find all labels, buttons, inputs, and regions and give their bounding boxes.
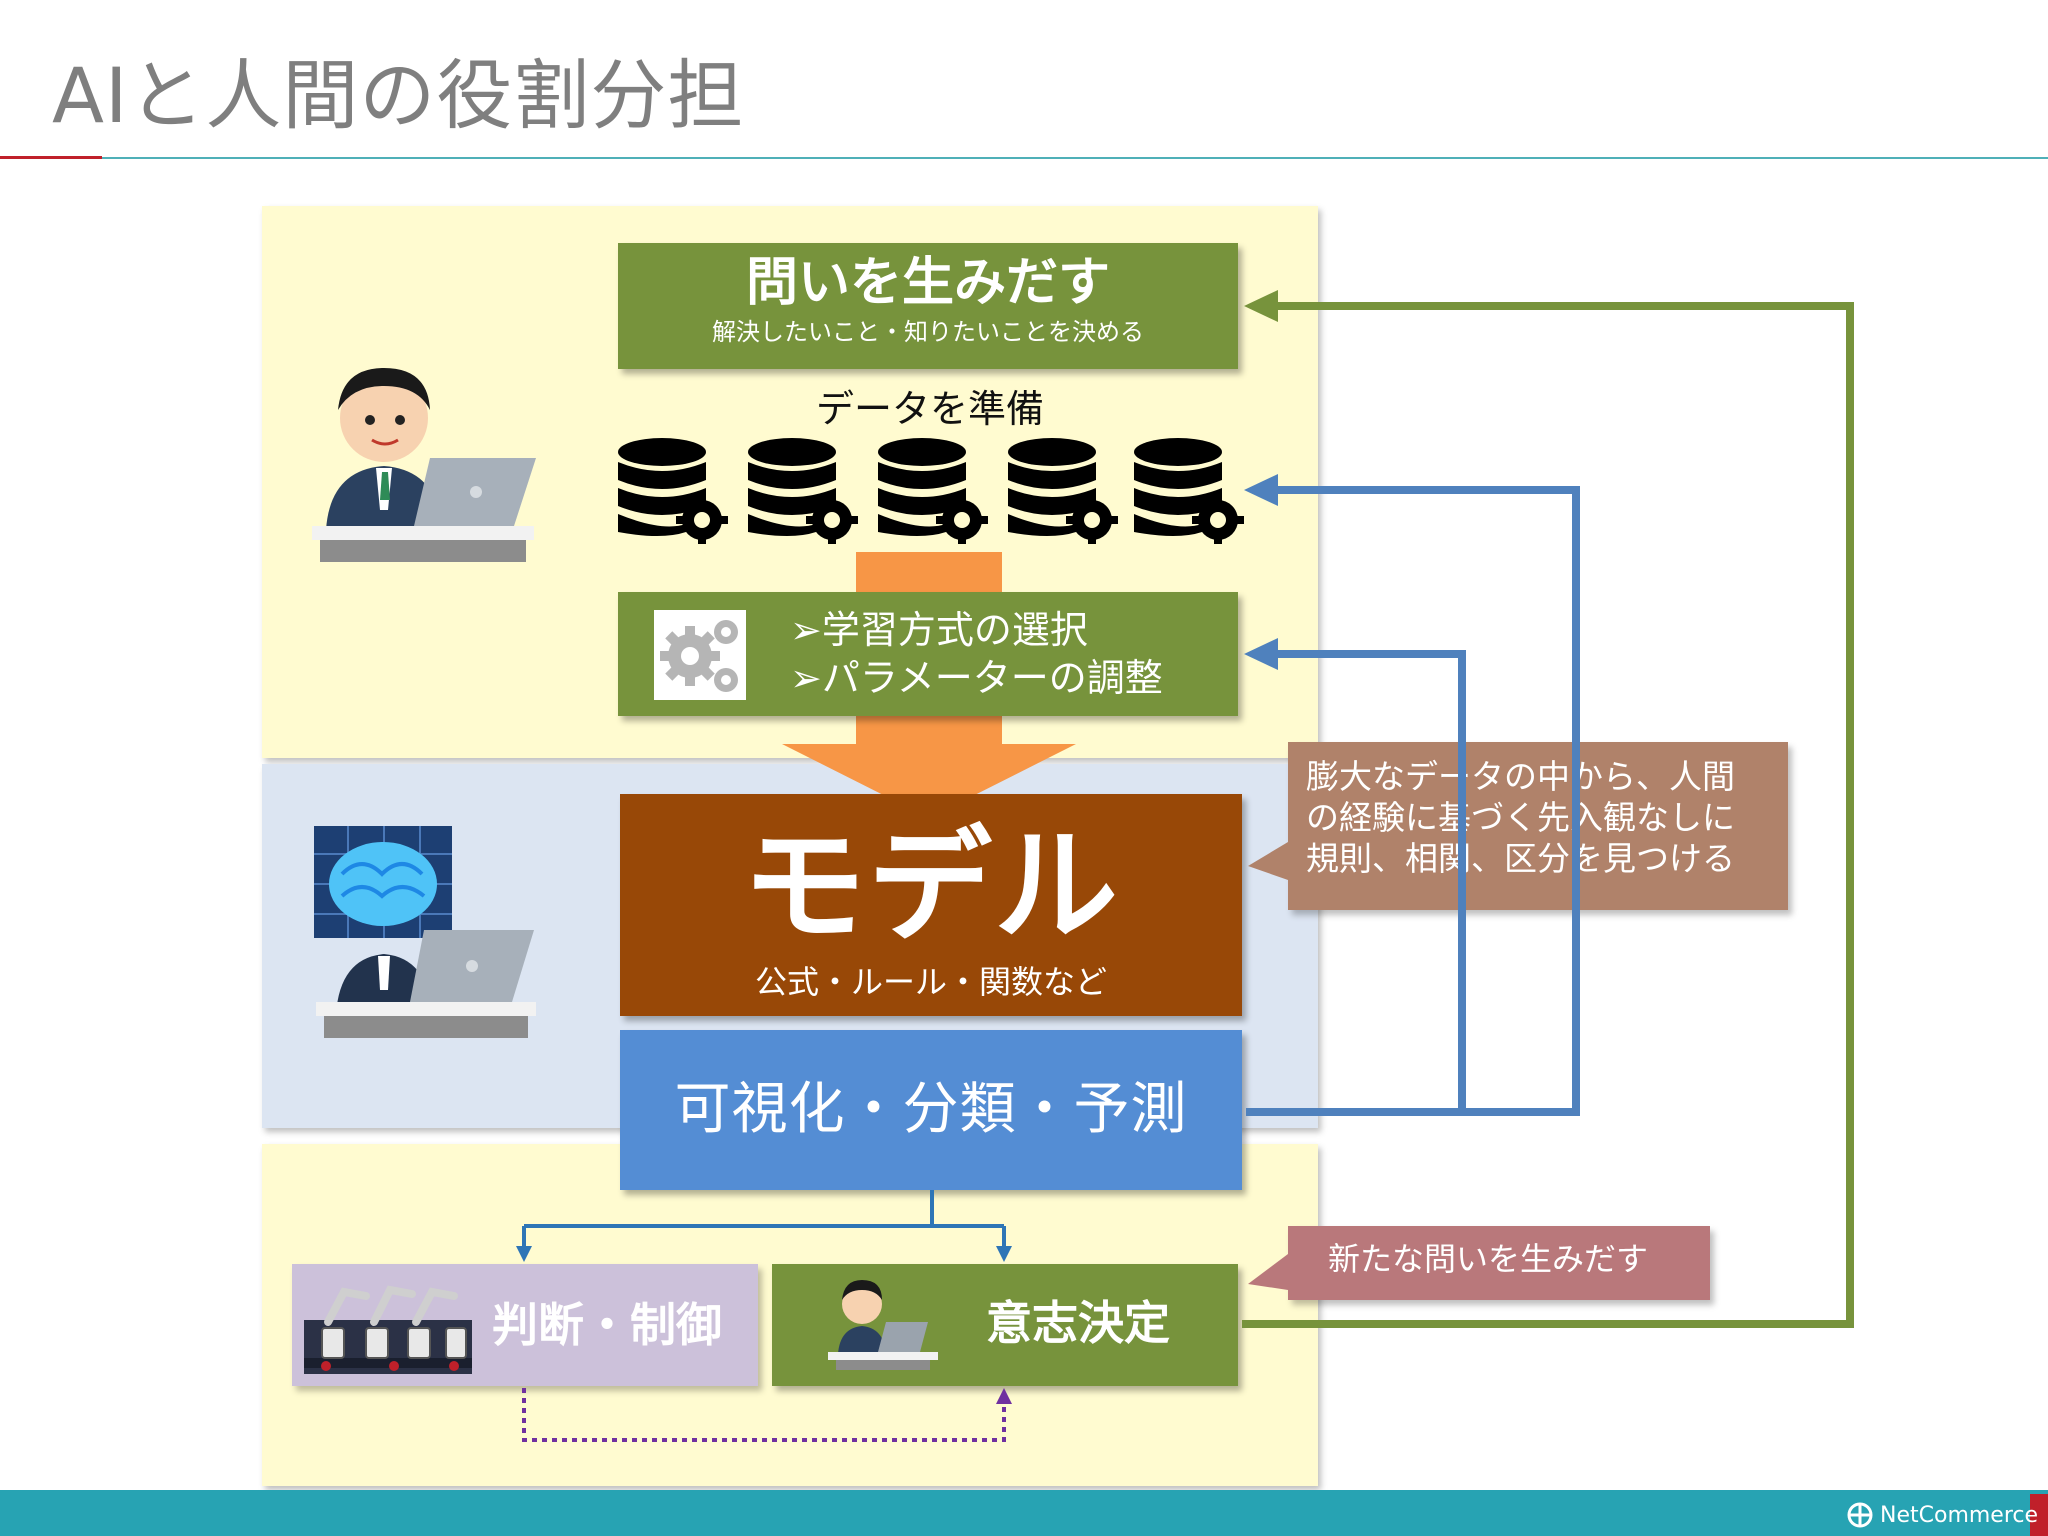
model-note-pointer (1248, 842, 1288, 880)
model-subtitle: 公式・ルール・関数など (754, 963, 1107, 1001)
model-box: モデル 公式・ルール・関数など (620, 794, 1242, 1016)
netcommerce-logo-icon (1847, 1502, 1873, 1528)
header-rule (102, 157, 2048, 159)
new-question-callout: 新たな問いを生みだす (1288, 1226, 1710, 1300)
decision-box: 意志決定 (772, 1264, 1238, 1386)
split-arrows (522, 1190, 1006, 1250)
database-gear-icon (618, 438, 728, 544)
gears-icon (654, 610, 746, 700)
page-title: AIと人間の役割分担 (52, 51, 745, 140)
businessman-laptop-icon (312, 368, 536, 562)
database-gear-icon (748, 438, 858, 544)
question-box: 問いを生みだす 解決したいこと・知りたいことを決める (618, 243, 1238, 369)
visualize-label: 可視化・分類・予測 (674, 1077, 1188, 1142)
footer-logo: NetCommerce (1846, 1498, 2038, 1532)
learning-method-item: ➢学習方式の選択 (790, 608, 1088, 652)
purple-dotted-arrow (522, 1388, 1012, 1442)
learning-settings-box: ➢学習方式の選択 ➢パラメーターの調整 (618, 592, 1238, 716)
parameter-tuning-item: ➢パラメーターの調整 (790, 656, 1163, 700)
model-note-line: の経験に基づく先入観なしに (1306, 798, 1735, 837)
judge-control-label: 判断・制御 (492, 1298, 722, 1352)
model-title: モデル (741, 815, 1120, 959)
robot-arms-icon (304, 1285, 472, 1374)
data-prep-label: データを準備 (815, 387, 1044, 431)
footer-brand: NetCommerce (1880, 1502, 2039, 1528)
new-question-pointer (1248, 1254, 1288, 1290)
question-title: 問いを生みだす (745, 253, 1110, 313)
header-rule-accent (0, 156, 102, 159)
model-note-callout: 膨大なデータの中から、人間 の経験に基づく先入観なしに 規則、相関、区分を見つけ… (1288, 742, 1788, 910)
model-note-line: 膨大なデータの中から、人間 (1306, 757, 1735, 796)
green-feedback-arrow (1242, 290, 1854, 1328)
judge-control-box: 判断・制御 (292, 1264, 758, 1386)
visualize-box: 可視化・分類・予測 (620, 1030, 1242, 1190)
footer-bar (0, 1490, 2048, 1536)
businessman-laptop-icon (828, 1280, 938, 1370)
model-note-text: 膨大なデータの中から、人間 の経験に基づく先入観なしに 規則、相関、区分を見つけ… (1306, 756, 1735, 879)
decision-label: 意志決定 (986, 1296, 1170, 1350)
database-gear-icon (1134, 438, 1244, 544)
model-note-line: 規則、相関、区分を見つける (1306, 839, 1735, 878)
learning-settings-text: ➢学習方式の選択 ➢パラメーターの調整 (790, 606, 1163, 702)
database-gear-icon (878, 438, 988, 544)
blue-feedback-arrows (1244, 474, 1580, 1116)
question-subtitle: 解決したいこと・知りたいことを決める (712, 318, 1144, 346)
database-gear-icon (1008, 438, 1118, 544)
footer-accent (2030, 1494, 2048, 1536)
ai-brain-laptop-icon (314, 826, 536, 1038)
new-question-text: 新たな問いを生みだす (1328, 1240, 1649, 1278)
